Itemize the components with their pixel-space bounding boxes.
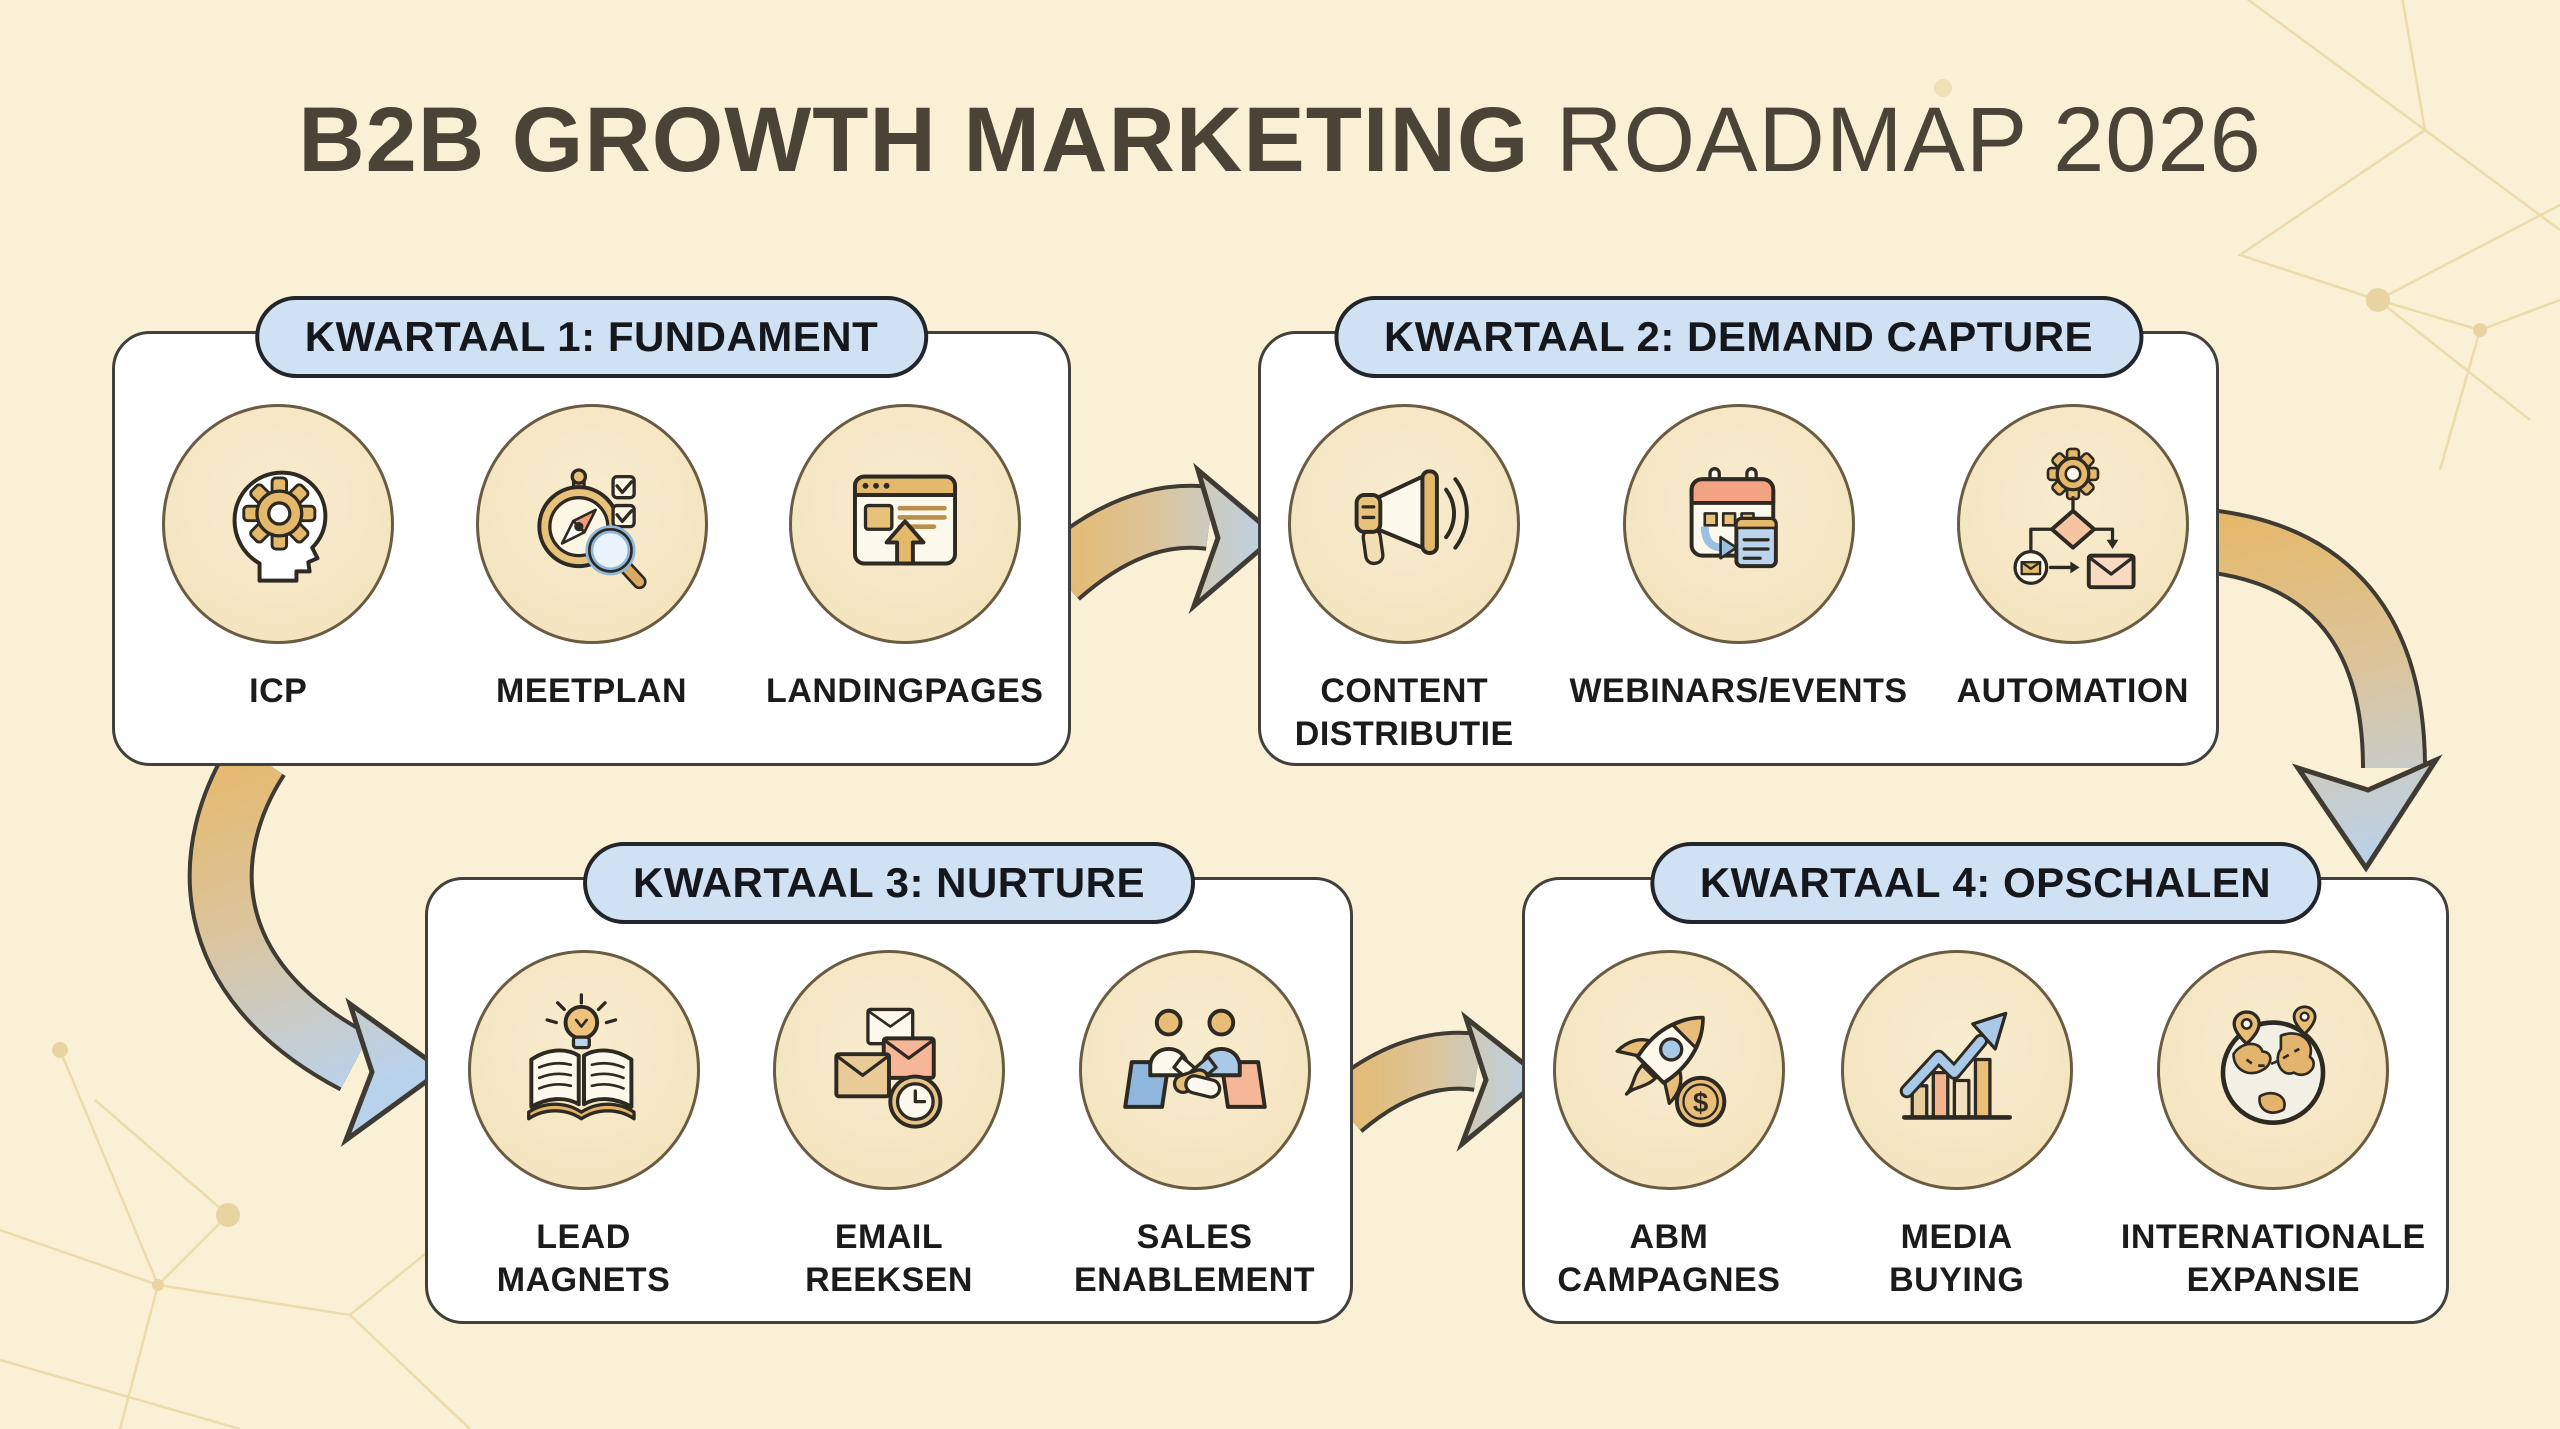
internationale-expansie-icon-circle [2157, 950, 2390, 1190]
landingpages-icon-circle [788, 404, 1021, 644]
item-email-reeksen: EMAIL REEKSEN [739, 950, 1039, 1301]
item-media-buying: MEDIA BUYING [1813, 950, 2101, 1301]
rocket-coin-icon: $ [1615, 1015, 1727, 1128]
item-label-sales-enablement: SALES ENABLEMENT [1073, 1218, 1316, 1299]
automation-icon-circle [1956, 404, 2189, 644]
item-label-icp: ICP [249, 672, 308, 710]
item-label-automation: AUTOMATION [1956, 672, 2189, 710]
webinars-events-icon-circle [1622, 404, 1855, 644]
quarter-4-panel: KWARTAAL 4: OPSCHALEN [1522, 842, 2449, 1324]
workflow-gear-icon [2013, 447, 2136, 590]
item-label-meetplan: MEETPLAN [496, 672, 687, 710]
page-title-bold: B2B GROWTH MARKETING [298, 89, 1530, 191]
item-lead-magnets: LEAD MAGNETS [434, 950, 734, 1301]
icp-icon-circle [162, 404, 395, 644]
quarter-2-pill: KWARTAAL 2: DEMAND CAPTURE [1333, 296, 2144, 378]
abm-campagnes-icon-circle: $ [1552, 950, 1785, 1190]
item-internationale-expansie: INTERNATIONALE EXPANSIE [2101, 950, 2446, 1301]
item-landingpages: LANDINGPAGES [755, 404, 1055, 713]
browser-upload-icon [852, 474, 957, 566]
page-title: B2B GROWTH MARKETING ROADMAP 2026 [0, 88, 2560, 193]
item-webinars-events: WEBINARS/EVENTS [1548, 404, 1930, 713]
item-label-internationale-expansie: INTERNATIONALE EXPANSIE [2120, 1218, 2426, 1299]
email-reeksen-icon-circle [773, 950, 1005, 1190]
item-label-email-reeksen: EMAIL REEKSEN [805, 1218, 973, 1299]
quarter-4-pill: KWARTAAL 4: OPSCHALEN [1649, 842, 2322, 924]
content-distributie-icon-circle [1288, 404, 1521, 644]
arrow-q1-to-q3 [187, 752, 447, 1147]
item-sales-enablement: SALES ENABLEMENT [1045, 950, 1345, 1301]
compass-checklist-icon [536, 468, 647, 590]
item-label-media-buying: MEDIA BUYING [1889, 1218, 2025, 1299]
arrow-q1-to-q2 [1052, 462, 1280, 614]
quarter-1-panel: KWARTAAL 1: FUNDAMENT [112, 296, 1071, 766]
growth-chart-icon [1899, 1011, 2012, 1120]
meetplan-icon-circle [475, 404, 708, 644]
quarter-3-pill: KWARTAAL 3: NURTURE [583, 842, 1195, 924]
item-automation: AUTOMATION [1930, 404, 2217, 713]
item-abm-campagnes: $ ABM CAMPAGNES [1525, 950, 1813, 1301]
sales-enablement-icon-circle [1078, 950, 1311, 1190]
item-label-abm-campagnes: ABM CAMPAGNES [1557, 1218, 1781, 1299]
item-icp: ICP [128, 404, 428, 713]
page-title-light: ROADMAP 2026 [1529, 89, 2262, 191]
handshake-icon [1122, 1008, 1267, 1109]
arrow-q3-to-q4 [1338, 1010, 1546, 1152]
megaphone-icon [1354, 469, 1470, 566]
email-series-clock-icon [834, 1007, 943, 1129]
item-label-lead-magnets: LEAD MAGNETS [496, 1218, 671, 1299]
quarter-3-panel: KWARTAAL 3: NURTURE LEAD MAGNETS [425, 842, 1353, 1324]
item-label-content-distributie: CONTENT DISTRIBUTIE [1294, 672, 1514, 753]
quarter-2-panel: KWARTAAL 2: DEMAND CAPTURE CONTENT DISTR… [1258, 296, 2219, 766]
svg-text:$: $ [1693, 1087, 1708, 1118]
item-meetplan: MEETPLAN [442, 404, 742, 713]
head-gear-icon [232, 470, 328, 583]
book-lightbulb-icon [526, 993, 636, 1121]
arrow-q2-to-q4 [2198, 507, 2443, 873]
quarter-1-pill: KWARTAAL 1: FUNDAMENT [254, 296, 929, 378]
media-buying-icon-circle [1840, 950, 2073, 1190]
calendar-event-icon [1689, 467, 1778, 569]
lead-magnets-icon-circle [467, 950, 700, 1190]
item-label-landingpages: LANDINGPAGES [766, 672, 1044, 710]
globe-pins-icon [2220, 1005, 2326, 1125]
item-content-distributie: CONTENT DISTRIBUTIE [1261, 404, 1548, 755]
item-label-webinars-events: WEBINARS/EVENTS [1569, 672, 1908, 710]
